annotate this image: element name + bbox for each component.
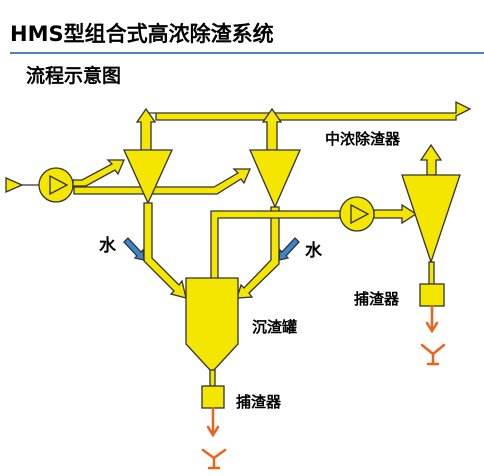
settling-tank-label: 沉渣罐 bbox=[252, 318, 298, 336]
pump2-arrow-icon bbox=[350, 203, 370, 225]
water-label-right: 水 bbox=[305, 241, 322, 261]
tank-outlet-pipe bbox=[209, 369, 216, 387]
reject-outlet-right-icon bbox=[420, 343, 446, 356]
water-arrow-right-icon bbox=[278, 237, 300, 261]
cleaner3-reject-pipe bbox=[428, 261, 435, 285]
water-arrow-left-icon bbox=[123, 237, 145, 261]
page-title: HMS型组合式高浓除渣系统 bbox=[10, 22, 274, 46]
pump1-arrow-icon bbox=[49, 174, 69, 196]
page-subtitle: 流程示意图 bbox=[26, 65, 122, 87]
trap-bottom-label: 捕渣器 bbox=[236, 393, 282, 411]
water-label-left: 水 bbox=[99, 236, 116, 256]
medium-cleaner bbox=[401, 174, 461, 265]
inlet-arrow bbox=[5, 177, 24, 193]
feed-pipe-2 bbox=[373, 203, 418, 225]
trap-right-label: 捕渣器 bbox=[354, 290, 400, 308]
title-underline bbox=[10, 52, 484, 54]
junk-trap-right bbox=[419, 283, 445, 307]
feed-pipe-1 bbox=[72, 159, 125, 187]
cleaner-2 bbox=[249, 149, 301, 209]
medium-cleaner-label: 中浓除渣器 bbox=[325, 130, 401, 148]
settling-tank bbox=[185, 277, 239, 371]
cleaner1-reject-pipe bbox=[143, 202, 187, 299]
top-outlet-pipe bbox=[144, 100, 472, 121]
cleaner2-reject-pipe bbox=[236, 206, 280, 299]
junk-trap-bottom bbox=[201, 385, 225, 409]
cleaner1-accept-pipe bbox=[135, 107, 157, 151]
cleaner-1 bbox=[122, 149, 174, 205]
cleaner3-accept-pipe bbox=[419, 143, 443, 176]
